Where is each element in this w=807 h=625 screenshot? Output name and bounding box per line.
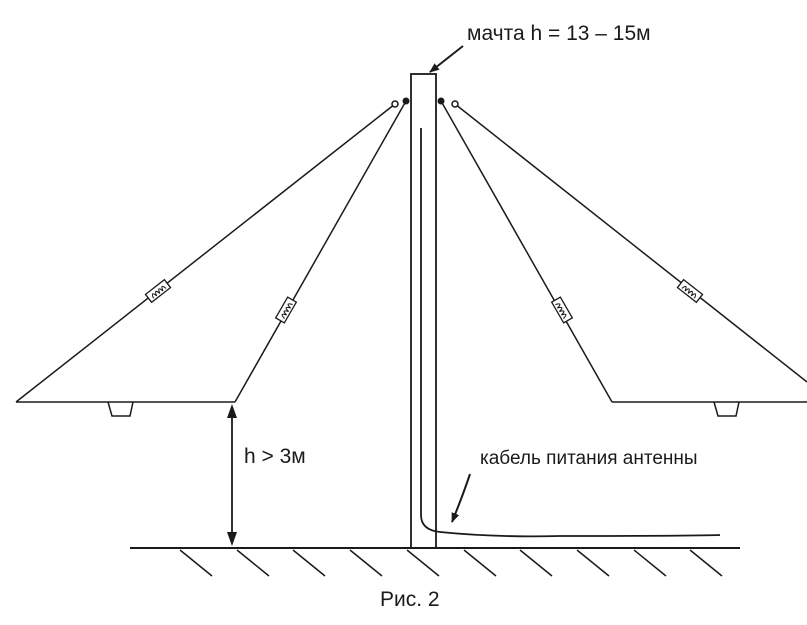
insulator-right-outer (676, 278, 704, 304)
insulator-left-outer (144, 278, 172, 304)
ground (130, 547, 740, 577)
right-antenna (437, 97, 807, 417)
left-antenna (15, 97, 410, 417)
right-outer-terminal (451, 100, 459, 108)
insulator-left-inner (274, 296, 298, 324)
height-dimension-arrow (227, 404, 237, 546)
left-outer-terminal (391, 100, 399, 108)
figure-caption: Рис. 2 (380, 588, 440, 611)
height-label: h > 3м (244, 445, 306, 468)
ground-hatching (179, 549, 723, 577)
insulator-right-inner (550, 296, 574, 324)
cable-label: кабель питания антенны (480, 448, 698, 469)
left-inner-terminal (402, 97, 410, 105)
mast-label-arrow (429, 45, 464, 73)
cable-label-arrow (451, 473, 471, 523)
mast (410, 73, 437, 549)
mast-label: мачта h = 13 – 15м (467, 22, 651, 45)
feed-cable (420, 128, 721, 538)
right-inner-terminal (437, 97, 445, 105)
